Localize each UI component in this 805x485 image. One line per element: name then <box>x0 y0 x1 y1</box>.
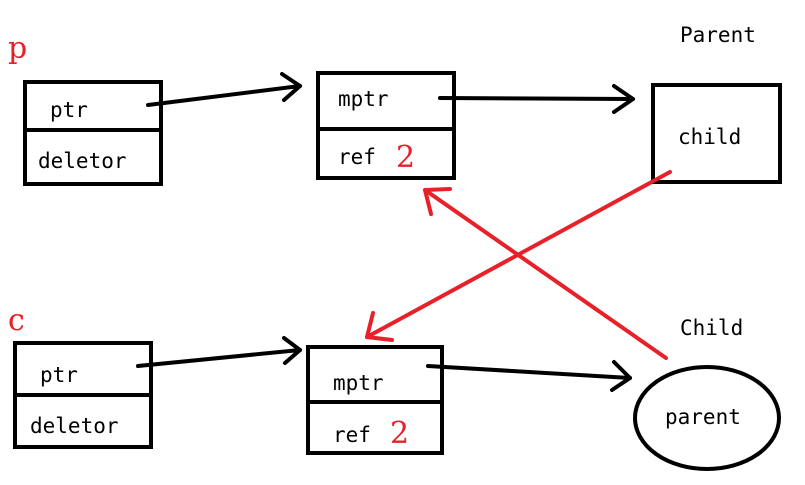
p-ptr-label: ptr <box>50 98 88 122</box>
c-control-block: mptr ref 2 <box>306 345 444 455</box>
c-ptr-label: ptr <box>40 363 78 387</box>
c-ref-cell <box>306 400 444 455</box>
c-ref-count: 2 <box>390 416 409 451</box>
p-mptr-arrow <box>438 84 635 114</box>
c-mptr-label: mptr <box>333 371 384 395</box>
p-deletor-cell <box>23 128 163 186</box>
c-label: c <box>8 303 25 338</box>
child-title: Child <box>680 316 743 340</box>
child-object-ellipse <box>633 365 781 471</box>
p-ptr-cell <box>23 80 163 132</box>
parent-object: child <box>651 83 782 184</box>
child-object: parent <box>633 365 781 471</box>
p-label: p <box>8 31 27 66</box>
c-deletor-cell <box>13 393 153 449</box>
child-parent-to-p-ctrl-arrow <box>423 187 668 360</box>
p-smart-pointer: ptr deletor <box>23 80 163 186</box>
child-parent-field: parent <box>665 405 741 429</box>
parent-child-field: child <box>678 125 741 149</box>
parent-object-box <box>651 83 782 184</box>
p-deletor-label: deletor <box>38 149 127 173</box>
c-deletor-label: deletor <box>30 414 119 438</box>
p-ptr-arrow <box>146 72 302 107</box>
c-mptr-arrow <box>426 360 632 392</box>
c-ptr-cell <box>13 341 153 397</box>
p-ref-cell <box>316 127 456 180</box>
c-smart-pointer: ptr deletor <box>13 341 153 449</box>
parent-title: Parent <box>680 23 756 47</box>
c-ref-label: ref <box>333 423 371 447</box>
c-mptr-cell <box>306 345 444 404</box>
p-ref-count: 2 <box>396 140 415 175</box>
p-control-block: mptr ref 2 <box>316 71 456 180</box>
p-mptr-label: mptr <box>338 87 389 111</box>
p-ref-label: ref <box>338 145 376 169</box>
c-ptr-arrow <box>136 336 302 368</box>
